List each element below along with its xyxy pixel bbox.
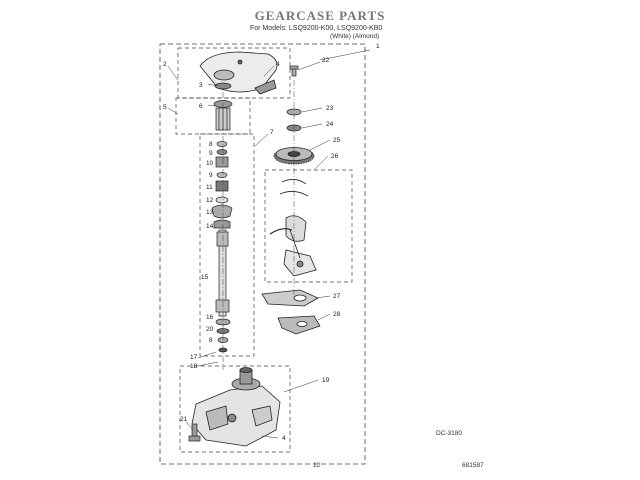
drive-shaft-outline <box>199 133 255 357</box>
shaft-component-stack <box>211 141 233 229</box>
page-number: 12 <box>313 462 321 469</box>
drive-shaft <box>215 229 230 317</box>
callout-25: 25 <box>333 137 341 144</box>
seal-part <box>214 82 232 90</box>
lower-shaft-components <box>215 318 231 353</box>
gearcase-cover <box>199 51 278 95</box>
callout-5: 5 <box>163 104 167 111</box>
shift-fork-assembly <box>269 179 317 277</box>
callout-13: 13 <box>206 209 214 216</box>
model-colors: (White) (Almond) <box>330 33 380 40</box>
assembly-outline <box>159 43 366 465</box>
callout-10: 10 <box>206 160 214 167</box>
shift-fork-outline <box>264 169 353 283</box>
callout-2: 2 <box>163 61 167 68</box>
callout-17: 17 <box>190 354 198 361</box>
callout-12: 12 <box>206 197 214 204</box>
callout-28: 28 <box>333 311 341 318</box>
callout-19: 19 <box>322 377 330 384</box>
callout-16: 16 <box>206 314 214 321</box>
mounting-bolt <box>188 423 201 442</box>
callout-9: 9 <box>209 150 213 157</box>
callout-27: 27 <box>333 293 341 300</box>
diagram-code: DC-3180 <box>436 430 463 437</box>
callout-3: 3 <box>199 82 203 89</box>
callout-7: 7 <box>270 129 274 136</box>
callout-15: 15 <box>201 274 209 281</box>
gear-washers <box>286 108 302 132</box>
page-title: GEARCASE PARTS <box>254 8 386 23</box>
callout-11: 11 <box>206 184 213 191</box>
callout-9b: 9 <box>209 172 213 179</box>
callout-6: 6 <box>199 103 203 110</box>
callout-1: 1 <box>376 43 380 50</box>
screw-part <box>289 65 299 77</box>
callout-20: 20 <box>206 326 214 333</box>
callout-24: 24 <box>326 121 334 128</box>
callout-4b: 4 <box>282 435 286 442</box>
callout-23: 23 <box>326 105 334 112</box>
gearcase-housing <box>191 367 281 447</box>
shift-levers <box>261 289 321 335</box>
shaft-group-outline <box>175 97 251 135</box>
callout-18: 18 <box>190 363 198 370</box>
callout-14: 14 <box>206 223 214 230</box>
callout-8b: 8 <box>209 337 213 344</box>
model-numbers: For Models: LSQ9200-K00, LSQ9200-KB0 <box>250 25 383 32</box>
callout-8: 8 <box>209 141 213 148</box>
callout-4: 4 <box>276 61 280 68</box>
callout-22: 22 <box>322 57 330 64</box>
part-code: 681587 <box>462 462 484 469</box>
leader-lines <box>167 49 371 439</box>
callout-21: 21 <box>180 416 188 423</box>
callout-26: 26 <box>331 153 339 160</box>
